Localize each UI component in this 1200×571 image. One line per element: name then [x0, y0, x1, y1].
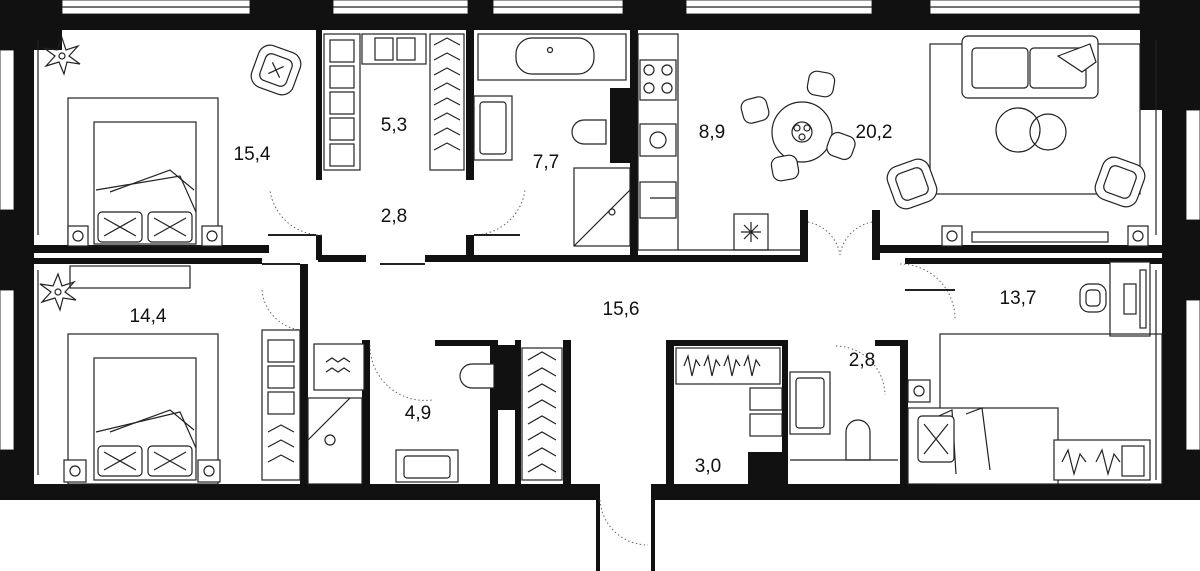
- living-room-furniture: 20,2: [856, 35, 1157, 247]
- armchair-icon: [886, 156, 1146, 210]
- chair-icon: [740, 70, 856, 182]
- corridor: 15,6: [521, 299, 640, 481]
- room-area-corridor: 15,6: [603, 299, 640, 320]
- dining-table-icon: [771, 101, 833, 163]
- room-area-bathroom-1: 7,7: [533, 152, 559, 173]
- room-area-wardrobe-2: 3,0: [695, 456, 721, 477]
- room-area-bedroom-1: 15,4: [234, 144, 271, 165]
- bedroom-3-furniture: 13,7: [907, 261, 1163, 485]
- bathroom-3-furniture: 2,8: [789, 350, 898, 461]
- coffee-table-icon: [995, 107, 1067, 153]
- bedroom-1-furniture: 15,4: [37, 36, 302, 247]
- toilet-icon: [571, 119, 607, 145]
- plant-icon: [43, 36, 81, 76]
- toilet-icon: [459, 363, 495, 389]
- toilet-icon: [845, 419, 871, 461]
- bathroom-1-furniture: 7,7: [473, 33, 631, 247]
- shower-icon: [573, 167, 631, 247]
- interior-walls: [34, 30, 1162, 484]
- sink-icon: [395, 449, 459, 483]
- doors: [261, 189, 956, 546]
- chair-icon: [1079, 283, 1107, 313]
- bathtub-icon: [477, 33, 627, 81]
- wardrobe-2-furniture: 3,0: [675, 347, 783, 477]
- room-area-bedroom-3: 13,7: [1000, 288, 1037, 309]
- room-area-bathroom-3: 2,8: [849, 350, 875, 371]
- room-area-bedroom-2: 14,4: [130, 306, 167, 327]
- stove-icon: [639, 59, 677, 101]
- hanger-icon: [433, 37, 461, 151]
- room-area-bathroom-2: 4,9: [405, 403, 431, 424]
- radiator-icon: [67, 225, 89, 247]
- wardrobe-1-furniture: 5,3 2,8: [323, 33, 465, 227]
- room-area-hall-1: 2,8: [381, 206, 407, 227]
- armchair-icon: [250, 44, 302, 96]
- plant-icon: [39, 272, 77, 312]
- bathroom-2-furniture: 4,9: [307, 343, 495, 485]
- kitchen-furniture: 8,9: [637, 33, 856, 251]
- desk-icon: [1109, 261, 1151, 337]
- sofa-icon: [961, 35, 1099, 99]
- sink-icon: [789, 371, 831, 435]
- room-area-kitchen: 8,9: [699, 122, 725, 143]
- room-area-wardrobe-1: 5,3: [381, 115, 407, 136]
- room-area-living-room: 20,2: [856, 122, 893, 143]
- bedroom-2-furniture: 14,4: [37, 265, 301, 485]
- washing-machine-icon: [313, 343, 365, 391]
